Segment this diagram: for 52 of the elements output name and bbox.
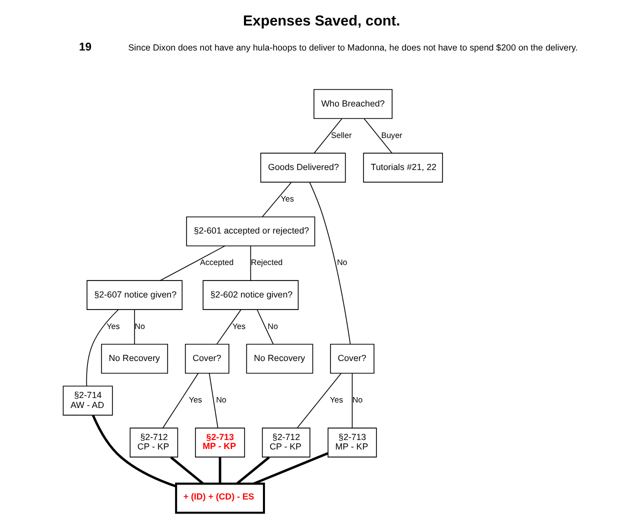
node-box: No Recovery <box>101 344 168 374</box>
edge-label: Accepted <box>200 258 234 268</box>
connector <box>86 309 119 386</box>
connector <box>218 457 222 484</box>
connector <box>262 182 292 218</box>
connector <box>296 373 342 428</box>
connector <box>170 456 204 484</box>
node-box: §2-601 accepted or rejected? <box>186 216 316 246</box>
connector <box>352 373 353 428</box>
connector <box>208 373 218 428</box>
connector <box>92 414 176 488</box>
node-box: §2-713 MP - KP <box>328 428 377 458</box>
connector <box>314 118 342 154</box>
edge-label: Buyer <box>381 130 402 140</box>
label: 19 <box>78 42 92 54</box>
node-box: §2-602 notice given? <box>202 280 299 310</box>
connector <box>162 373 198 428</box>
connector <box>364 118 392 154</box>
connector <box>309 182 351 344</box>
node-box: Who Breached? <box>314 89 393 119</box>
label: Since Dixon does not have any hula-hoops to deliver to Madonna, he does not have to spend $200 on the delivery. <box>128 42 578 53</box>
edge-label: Yes <box>106 322 120 331</box>
edge-label: Rejected <box>250 258 283 268</box>
edge-label: No <box>352 396 363 405</box>
node-box: Tutorials #21, 22 <box>363 152 443 183</box>
node-box: §2-712 CP - KP <box>130 428 178 458</box>
node-box: Cover? <box>330 344 374 374</box>
connector <box>253 452 328 485</box>
edge-label: Seller <box>331 130 352 140</box>
connector <box>134 309 135 345</box>
connector <box>250 246 252 281</box>
diagram-title: Expenses Saved, cont. <box>242 13 400 30</box>
node-box: §2-713 MP - KP <box>195 428 246 458</box>
node-box: §2-712 CP - KP <box>262 428 310 458</box>
edge-label: No <box>268 322 278 331</box>
node-box: §2-607 notice given? <box>86 280 183 310</box>
edge-label: No <box>337 258 348 268</box>
node-box: + (ID) + (CD) - ES <box>175 482 265 514</box>
edge-label: Yes <box>280 194 294 204</box>
edge-label: No <box>134 322 145 331</box>
node-box: Goods Delivered? <box>260 152 346 183</box>
connector <box>256 309 274 345</box>
connector <box>216 309 242 345</box>
connector <box>236 456 270 484</box>
edge-label: Yes <box>232 322 246 331</box>
edge-label: Yes <box>330 396 344 405</box>
node-box: Cover? <box>184 344 230 374</box>
node-box: §2-714 AW - AD <box>62 386 113 416</box>
connector <box>160 246 226 281</box>
edge-label: No <box>216 396 226 405</box>
node-box: No Recovery <box>246 344 314 374</box>
edge-label: Yes <box>188 396 202 405</box>
